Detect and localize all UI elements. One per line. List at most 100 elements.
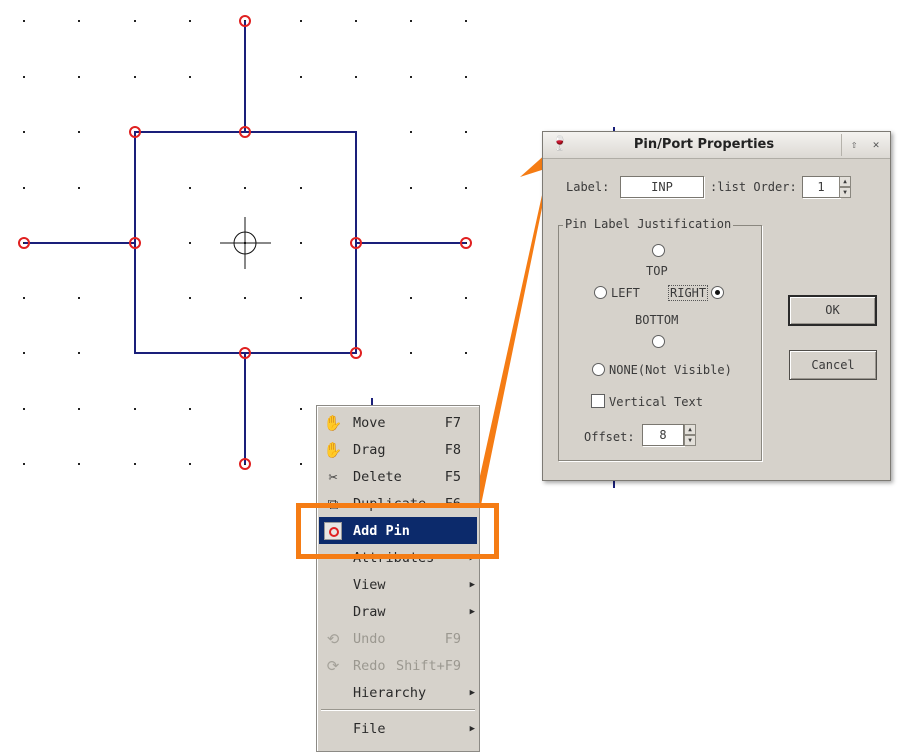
grid-dot <box>465 131 467 133</box>
right-label: RIGHT <box>668 285 709 301</box>
origin-crosshair <box>220 217 271 269</box>
list-order-input[interactable]: 1 <box>802 176 840 198</box>
top-label: TOP <box>646 264 668 278</box>
radio-right[interactable] <box>711 286 724 299</box>
menu-item-shortcut: F9 <box>444 630 461 647</box>
menu-item-view[interactable]: View ▶ <box>319 571 477 598</box>
vertical-text-checkbox[interactable] <box>591 394 605 408</box>
grid-dot <box>78 297 80 299</box>
grid-dot <box>23 408 25 410</box>
grid-dot <box>23 352 25 354</box>
grid-dot <box>23 463 25 465</box>
label-input[interactable]: INP <box>620 176 704 198</box>
grid-dot <box>465 76 467 78</box>
grid-dot <box>189 242 191 244</box>
pin-icon <box>323 521 343 541</box>
radio-none[interactable] <box>592 363 605 376</box>
menu-item-shortcut: F8 <box>444 441 461 458</box>
grid-dot <box>410 131 412 133</box>
menu-separator <box>321 709 475 711</box>
radio-top[interactable] <box>652 244 665 257</box>
menu-item-shortcut: F7 <box>444 414 461 431</box>
menu-item-hierarchy[interactable]: Hierarchy▶ <box>319 679 477 706</box>
ok-button[interactable]: OK <box>788 295 877 326</box>
grid-dot <box>134 463 136 465</box>
undo-icon: ⟲ <box>326 630 340 648</box>
menu-item-add-pin[interactable]: Add Pin <box>319 517 477 544</box>
grid-dot <box>189 20 191 22</box>
grid-dot <box>465 187 467 189</box>
spin-up-icon[interactable]: ▲ <box>684 424 696 435</box>
grid-dot <box>23 76 25 78</box>
radio-bottom[interactable] <box>652 335 665 348</box>
pin-marker <box>239 347 251 359</box>
highlight-box <box>296 503 499 559</box>
menu-item-label: Draw <box>353 603 386 620</box>
grid-dot <box>465 20 467 22</box>
grid-dot <box>410 20 412 22</box>
grid-dot <box>410 76 412 78</box>
grid-dot <box>134 20 136 22</box>
left-label: LEFT <box>611 286 640 300</box>
grid-dot <box>410 297 412 299</box>
grid-dot <box>78 131 80 133</box>
list-order-spinner[interactable]: ▲ ▼ <box>839 176 851 198</box>
offset-spinner[interactable]: ▲ ▼ <box>684 424 696 446</box>
menu-item-label: File <box>353 720 386 737</box>
grid-dot <box>78 352 80 354</box>
grid-dot <box>134 76 136 78</box>
redo-icon: ⟳ <box>326 657 340 675</box>
label-caption: Label: <box>566 180 610 194</box>
pin-marker <box>239 458 251 470</box>
submenu-arrow-icon: ▶ <box>469 579 475 590</box>
grid-dot <box>300 76 302 78</box>
spin-down-icon[interactable]: ▼ <box>684 435 696 446</box>
cancel-button[interactable]: Cancel <box>789 350 877 380</box>
grid-dot <box>410 352 412 354</box>
grid-dot <box>134 408 136 410</box>
grid-dot <box>300 297 302 299</box>
wine-glass-icon: 🍷 <box>551 136 569 152</box>
grid-dot <box>300 408 302 410</box>
grid-dot <box>189 297 191 299</box>
grid-dot <box>355 20 357 22</box>
dialog-titlebar[interactable]: 🍷 Pin/Port Properties ⇧ ✕ <box>543 132 890 159</box>
menu-item-file[interactable]: File ▶ <box>319 715 477 742</box>
submenu-arrow-icon: ▶ <box>469 723 475 734</box>
dialog-title: Pin/Port Properties <box>633 137 775 152</box>
grid-dot <box>355 76 357 78</box>
grid-dot <box>189 463 191 465</box>
grid-dot <box>78 187 80 189</box>
justification-group-title: Pin Label Justification <box>563 217 734 231</box>
submenu-arrow-icon: ▶ <box>469 606 475 617</box>
pin-marker <box>460 237 472 249</box>
vertical-text-label: Vertical Text <box>609 395 703 409</box>
close-icon[interactable]: ✕ <box>872 138 880 151</box>
menu-item-label: View <box>353 576 386 593</box>
grid-dot <box>300 20 302 22</box>
grid-dot <box>300 463 302 465</box>
pin-marker <box>129 237 141 249</box>
offset-input[interactable]: 8 <box>642 424 684 446</box>
radio-left[interactable] <box>594 286 607 299</box>
grid-dot <box>465 297 467 299</box>
spin-up-icon[interactable]: ▲ <box>839 176 851 187</box>
spin-down-icon[interactable]: ▼ <box>839 187 851 198</box>
grid-dot <box>23 297 25 299</box>
grid-dot <box>189 76 191 78</box>
maximize-icon[interactable]: ⇧ <box>850 138 858 151</box>
grid-dot <box>244 297 246 299</box>
titlebar-separator <box>841 134 842 156</box>
pin-marker <box>18 237 30 249</box>
grid-dot <box>78 408 80 410</box>
pin-markers <box>18 15 472 470</box>
grid-dot <box>189 187 191 189</box>
grid-dot <box>23 20 25 22</box>
menu-item-draw[interactable]: Draw ▶ <box>319 598 477 625</box>
